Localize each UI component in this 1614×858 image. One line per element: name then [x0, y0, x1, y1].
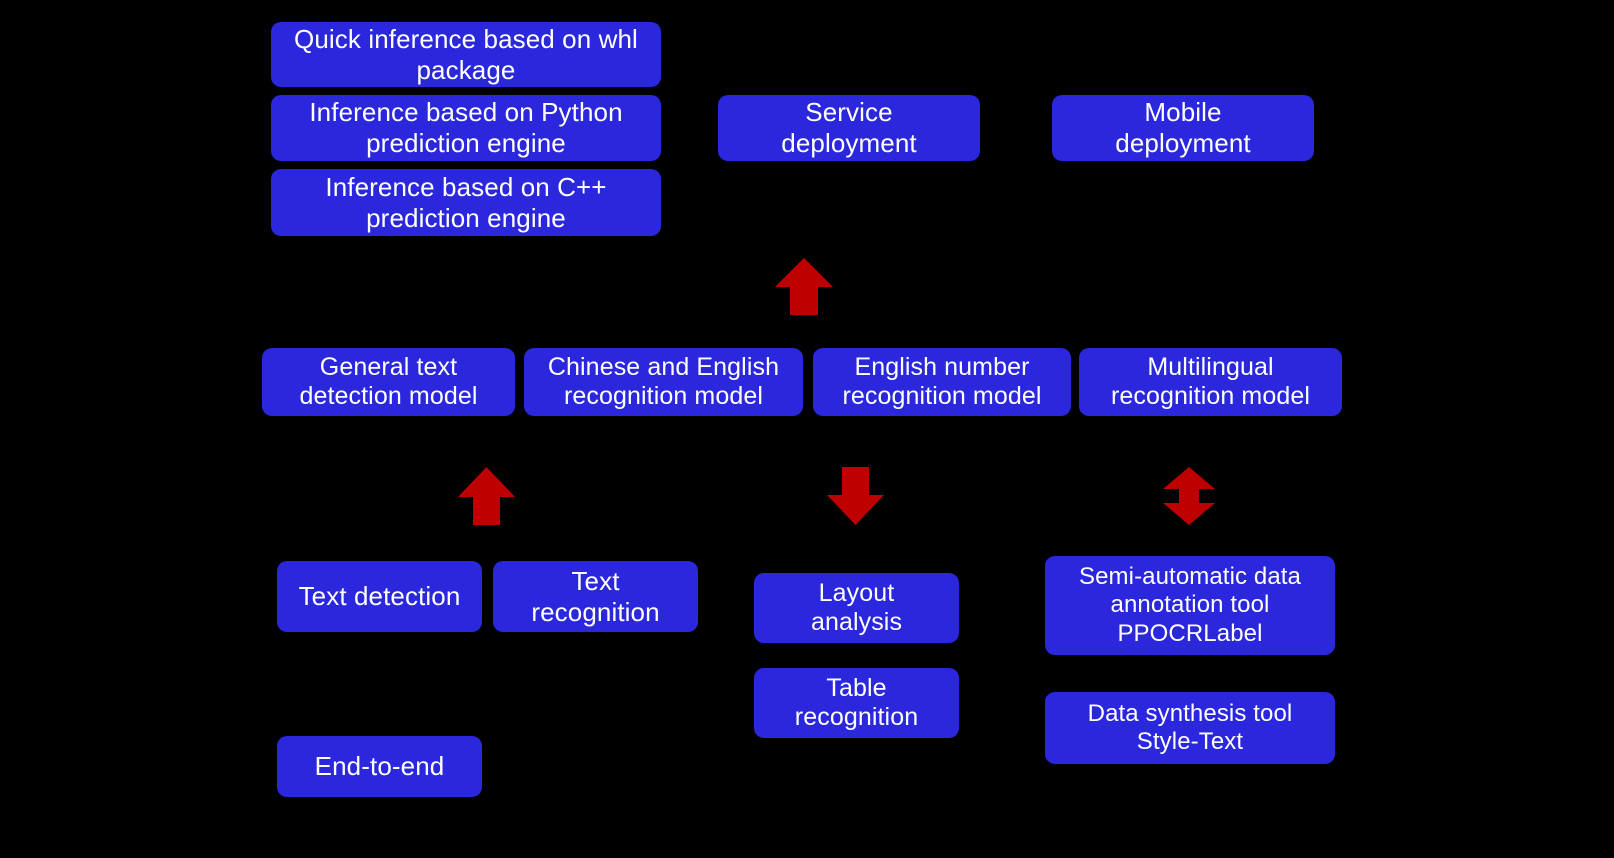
node-text-recognition[interactable]: Text recognition [493, 561, 698, 632]
node-general-text-detection-model[interactable]: General text detection model [262, 348, 515, 416]
arrow-algorithms-to-models-icon [458, 467, 515, 525]
node-chinese-english-recognition-model[interactable]: Chinese and English recognition model [524, 348, 803, 416]
node-mobile-deployment[interactable]: Mobile deployment [1052, 95, 1314, 161]
node-layout-analysis[interactable]: Layout analysis [754, 573, 959, 643]
node-table-recognition[interactable]: Table recognition [754, 668, 959, 738]
node-text-detection[interactable]: Text detection [277, 561, 482, 632]
arrow-models-to-document-analysis-icon [827, 467, 884, 525]
node-inference-cpp-engine[interactable]: Inference based on C++ prediction engine [271, 169, 661, 236]
node-multilingual-recognition-model[interactable]: Multilingual recognition model [1079, 348, 1342, 416]
node-ppocrlabel-annotation-tool[interactable]: Semi-automatic data annotation tool PPOC… [1045, 556, 1335, 655]
node-inference-python-engine[interactable]: Inference based on Python prediction eng… [271, 95, 661, 161]
node-quick-inference-whl[interactable]: Quick inference based on whl package [271, 22, 661, 87]
node-english-number-recognition-model[interactable]: English number recognition model [813, 348, 1071, 416]
node-service-deployment[interactable]: Service deployment [718, 95, 980, 161]
arrow-models-tools-bidirectional-icon [1163, 467, 1215, 525]
arrow-models-to-deployment-icon [775, 258, 833, 315]
node-end-to-end[interactable]: End-to-end [277, 736, 482, 797]
node-style-text-synthesis-tool[interactable]: Data synthesis tool Style-Text [1045, 692, 1335, 764]
